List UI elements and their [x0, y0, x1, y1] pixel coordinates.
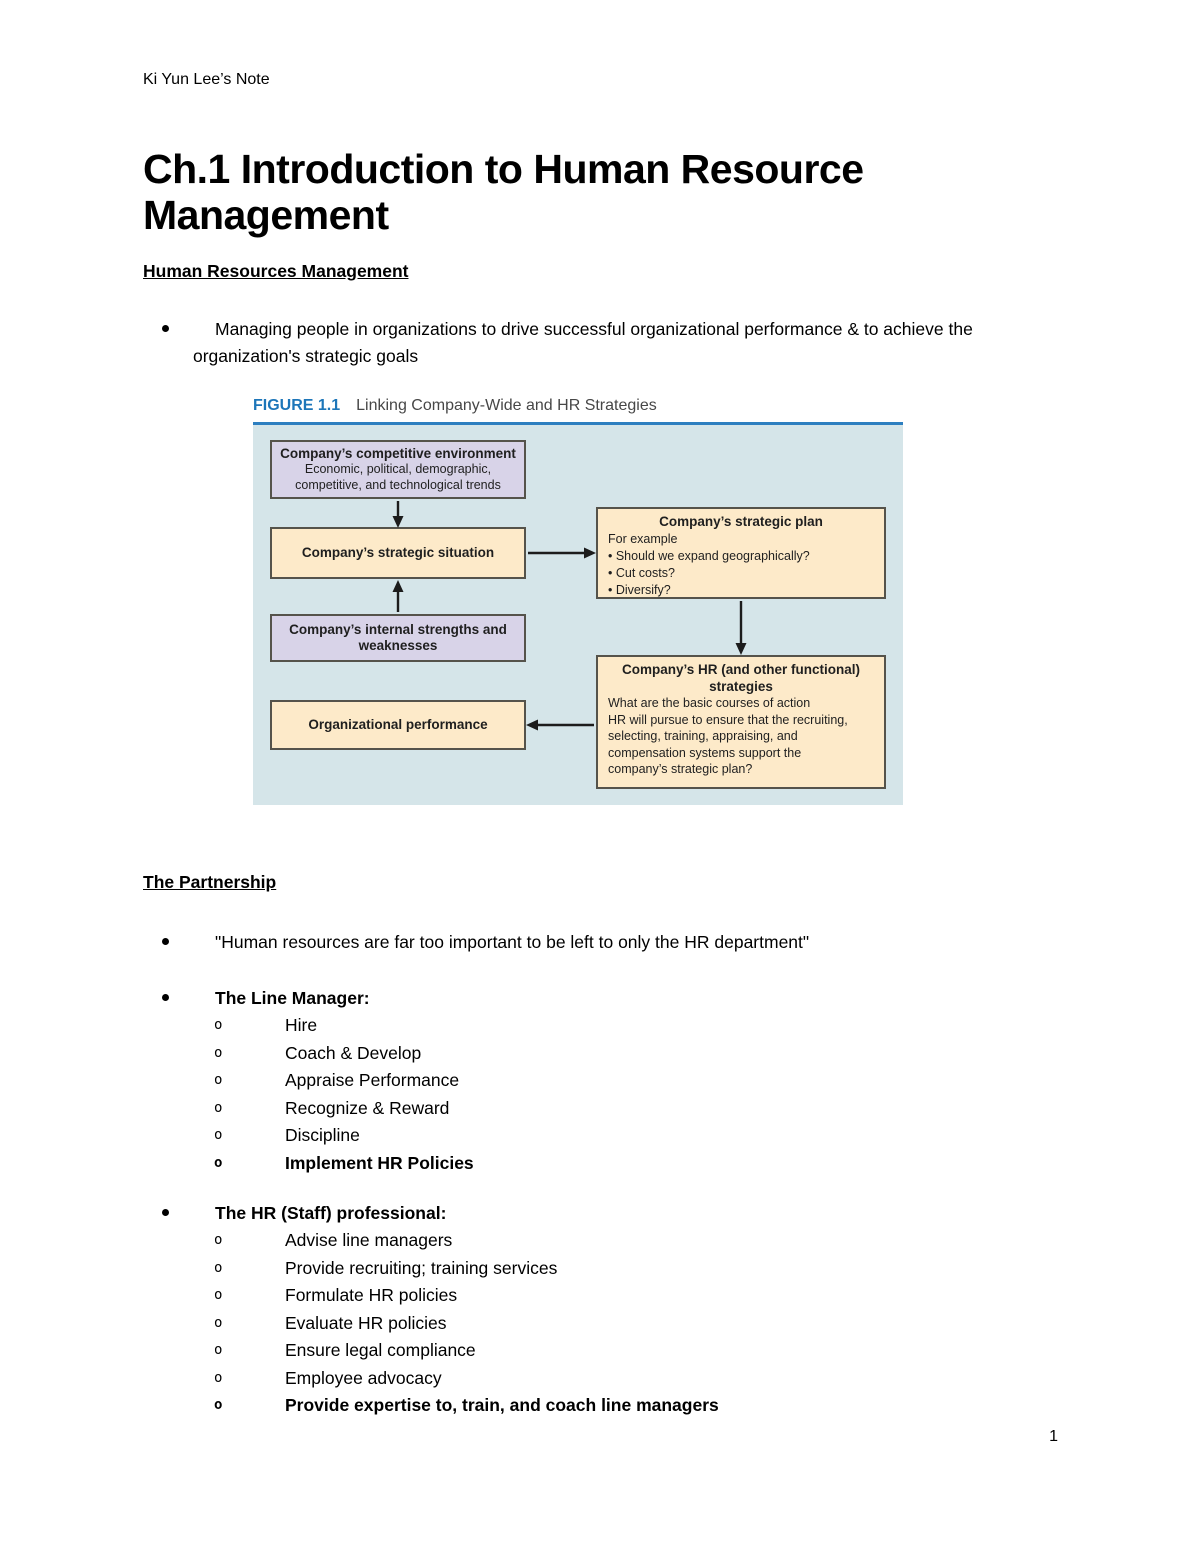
box-body-line: competitive, and technological trends [295, 477, 501, 492]
list-item-text: Implement HR Policies [285, 1152, 474, 1173]
bullet-group-line-manager: The Line Manager: [143, 985, 993, 1012]
figure-caption: Linking Company-Wide and HR Strategies [356, 397, 657, 414]
list-item: o Evaluate HR policies [143, 1310, 1100, 1338]
box-org-performance: Organizational performance [270, 700, 526, 750]
list-item-text: Advise line managers [285, 1230, 453, 1250]
definition-text: Managing people in organizations to driv… [193, 319, 973, 366]
figure-1-1: FIGURE 1.1 Linking Company-Wide and HR St… [253, 396, 903, 805]
list-item-text: Evaluate HR policies [285, 1312, 447, 1333]
list-item-text: Provide recruiting; training services [285, 1257, 558, 1278]
arrow-down-icon [735, 601, 747, 655]
line-manager-list: o Hire o Coach & Develop o Appraise Perf… [143, 1012, 1100, 1177]
arrow-right-icon [528, 547, 596, 559]
group-label: The Line Manager: [215, 988, 370, 1008]
quote-text: "Human resources are far too important t… [215, 932, 810, 952]
box-line: • Should we expand geographically? [608, 548, 810, 563]
box-strategic-situation: Company’s strategic situation [270, 527, 526, 579]
bullet-icon [162, 1209, 169, 1216]
list-item-text: Provide expertise to, train, and coach l… [285, 1395, 719, 1415]
figure-rule [253, 422, 903, 425]
box-hr-strategies: Company’s HR (and other functional) stra… [596, 655, 886, 789]
bullet-item-definition: Managing people in organizations to driv… [143, 316, 993, 370]
list-item: o Recognize & Reward [143, 1095, 1100, 1123]
arrow-up-icon [392, 580, 404, 612]
hr-professional-list: o Advise line managers o Provide recruit… [143, 1227, 1100, 1420]
list-item: o Employee advocacy [143, 1365, 1100, 1393]
bullet-group-hr-professional: The HR (Staff) professional: [143, 1200, 993, 1227]
bullet-icon [162, 325, 169, 332]
group-label: The HR (Staff) professional: [215, 1203, 447, 1223]
circle-bullet-icon: o [214, 1232, 223, 1248]
circle-bullet-icon: o [214, 1154, 223, 1171]
list-item-text: Formulate HR policies [285, 1285, 458, 1305]
circle-bullet-icon: o [214, 1072, 223, 1088]
figure-canvas: Company’s competitive environment Econom… [253, 425, 903, 805]
box-internal-strengths: Company’s internal strengths and weaknes… [270, 614, 526, 662]
bullet-icon [162, 994, 169, 1001]
list-item: o Hire [143, 1012, 1100, 1040]
list-item: o Implement HR Policies [143, 1150, 1100, 1178]
bullet-icon [162, 938, 169, 945]
circle-bullet-icon: o [214, 1044, 223, 1061]
list-item: o Coach & Develop [143, 1040, 1100, 1068]
box-title-line: strategies [709, 678, 773, 694]
page-title: Ch.1 Introduction to Human Resource Mana… [143, 146, 864, 238]
box-title: Organizational performance [308, 716, 488, 732]
box-line: • Diversify? [608, 582, 671, 597]
page-number: 1 [1049, 1428, 1058, 1445]
box-body-line: compensation systems support the [608, 745, 802, 760]
list-item: o Appraise Performance [143, 1067, 1100, 1095]
list-item-text: Coach & Develop [285, 1042, 422, 1063]
list-item-text: Employee advocacy [285, 1367, 442, 1388]
bullet-item-quote: "Human resources are far too important t… [143, 929, 993, 956]
header-note: Ki Yun Lee’s Note [143, 71, 270, 88]
figure-label: FIGURE 1.1 [253, 397, 341, 414]
arrow-left-icon [526, 719, 594, 731]
box-title: Company’s internal strengths and weaknes… [289, 621, 507, 654]
list-item-text: Appraise Performance [285, 1070, 460, 1090]
circle-bullet-icon: o [214, 1287, 223, 1303]
list-item: o Discipline [143, 1122, 1100, 1150]
box-body-line: What are the basic courses of action [608, 696, 811, 710]
box-competitive-environment: Company’s competitive environment Econom… [270, 440, 526, 499]
figure-heading: FIGURE 1.1 Linking Company-Wide and HR St… [253, 396, 903, 416]
circle-bullet-icon: o [214, 1017, 223, 1033]
list-item: o Provide recruiting; training services [143, 1255, 1100, 1283]
circle-bullet-icon: o [214, 1397, 223, 1413]
box-line: • Cut costs? [608, 565, 675, 580]
circle-bullet-icon: o [214, 1342, 223, 1358]
box-title: Company’s competitive environment [280, 445, 516, 461]
box-body-line: company’s strategic plan? [608, 762, 753, 776]
list-item-text: Recognize & Reward [285, 1097, 450, 1118]
list-item: o Provide expertise to, train, and coach… [143, 1392, 1100, 1420]
section-heading-hrm: Human Resources Management [143, 261, 409, 281]
box-title-line: Company’s HR (and other functional) [621, 662, 860, 677]
circle-bullet-icon: o [214, 1369, 223, 1386]
list-item-text: Hire [285, 1015, 318, 1035]
list-item: o Ensure legal compliance [143, 1337, 1100, 1365]
list-item: o Advise line managers [143, 1227, 1100, 1255]
list-item: o Formulate HR policies [143, 1282, 1100, 1310]
circle-bullet-icon: o [214, 1259, 223, 1276]
list-item-text: Ensure legal compliance [285, 1340, 476, 1360]
box-line: For example [608, 531, 678, 546]
box-body-line: selecting, training, appraising, and [608, 729, 798, 743]
box-title: Company’s strategic situation [301, 544, 495, 560]
box-body-line: HR will pursue to ensure that the recrui… [608, 712, 848, 727]
arrow-down-icon [392, 501, 404, 528]
circle-bullet-icon: o [214, 1127, 223, 1143]
box-body-line: Economic, political, demographic, [304, 462, 492, 477]
box-title: Company’s strategic plan [659, 514, 823, 529]
circle-bullet-icon: o [214, 1099, 223, 1116]
box-strategic-plan: Company’s strategic plan For example • S… [596, 507, 886, 599]
list-item-text: Discipline [285, 1125, 360, 1145]
section-heading-partnership: The Partnership [143, 872, 277, 892]
circle-bullet-icon: o [214, 1314, 223, 1331]
